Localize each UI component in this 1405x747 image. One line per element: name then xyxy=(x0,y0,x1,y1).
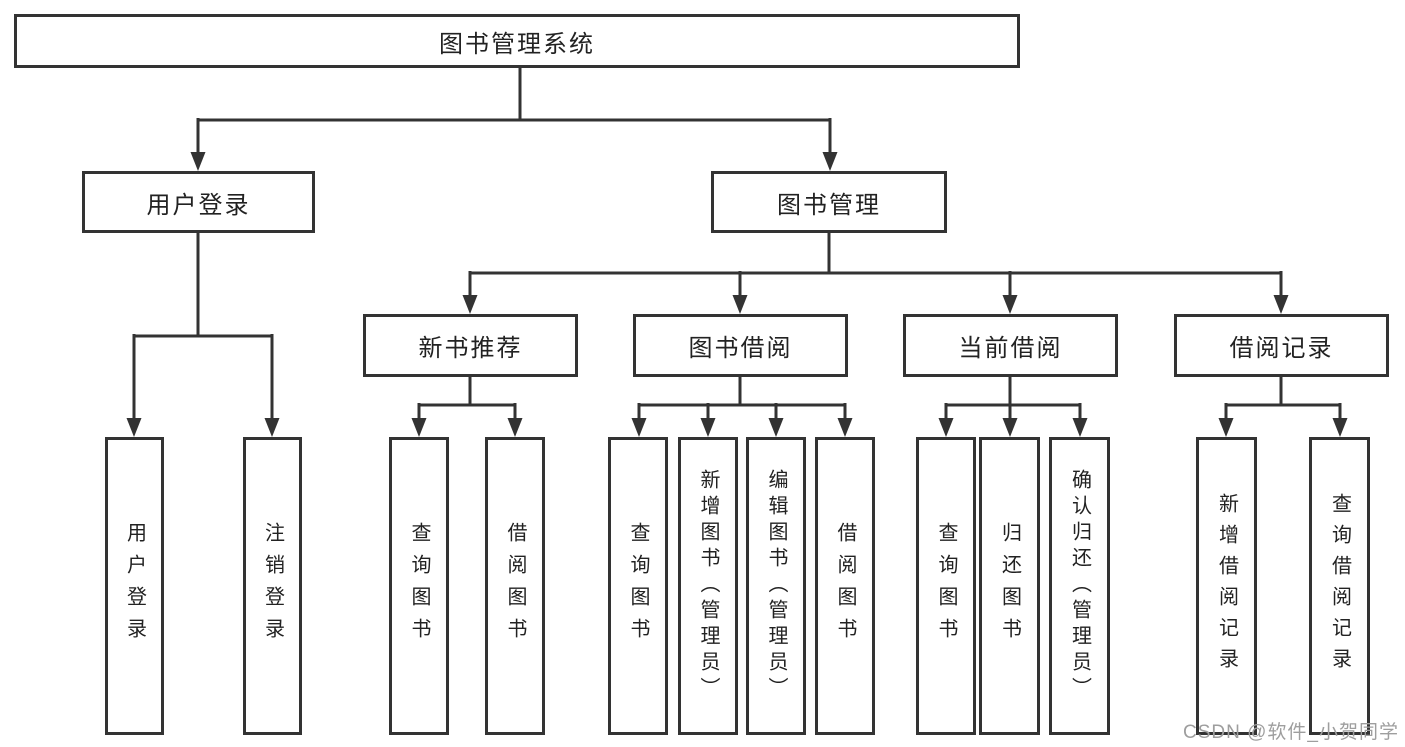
node-label: 图书管理 xyxy=(777,191,881,219)
arrowhead-icon xyxy=(732,295,748,314)
arrowhead-icon xyxy=(462,295,478,314)
csdn-watermark: CSDN @软件_小贺同学 xyxy=(1183,722,1399,743)
node-label: 用户登录 xyxy=(123,522,146,650)
node-label: 编辑图书（管理员） xyxy=(765,469,787,703)
leaf-edit-books-admin: 编辑图书（管理员） xyxy=(746,437,806,735)
arrowhead-icon xyxy=(768,418,784,437)
arrowhead-icon xyxy=(822,152,838,171)
node-label: 新增图书（管理员） xyxy=(697,469,719,703)
arrowhead-icon xyxy=(1002,295,1018,314)
node-label: 查询图书 xyxy=(935,522,957,650)
node-label: 注销登录 xyxy=(261,522,284,650)
node-label: 借阅记录 xyxy=(1229,335,1334,362)
node-label: 当前借阅 xyxy=(958,335,1063,362)
node-label: 图书借阅 xyxy=(688,335,793,362)
node-label: 归还图书 xyxy=(998,522,1021,650)
node-current-borrowing: 当前借阅 xyxy=(903,314,1118,377)
arrowhead-icon xyxy=(264,418,280,437)
arrowhead-icon xyxy=(700,418,716,437)
arrowhead-icon xyxy=(1218,418,1234,437)
node-book-borrowing: 图书借阅 xyxy=(633,314,848,377)
leaf-add-books-admin: 新增图书（管理员） xyxy=(678,437,738,735)
node-user-login: 用户登录 xyxy=(82,171,315,233)
node-label: 新书推荐 xyxy=(418,335,523,362)
node-new-book-recommend: 新书推荐 xyxy=(363,314,578,377)
leaf-logout: 注销登录 xyxy=(243,437,302,735)
arrowhead-icon xyxy=(631,418,647,437)
arrowhead-icon xyxy=(1273,295,1289,314)
leaf-query-books-recommend: 查询图书 xyxy=(389,437,449,735)
arrowhead-icon xyxy=(1002,418,1018,437)
arrowhead-icon xyxy=(837,418,853,437)
node-label: 新增借阅记录 xyxy=(1215,493,1238,679)
arrowhead-icon xyxy=(190,152,206,171)
leaf-return-books: 归还图书 xyxy=(979,437,1040,735)
node-label: 借阅图书 xyxy=(834,522,856,650)
arrowhead-icon xyxy=(126,418,142,437)
arrowhead-icon xyxy=(507,418,523,437)
node-label: 查询图书 xyxy=(627,522,649,650)
node-label: 图书管理系统 xyxy=(439,30,595,58)
node-label: 借阅图书 xyxy=(504,522,526,650)
node-label: 用户登录 xyxy=(146,191,251,219)
arrowhead-icon xyxy=(1332,418,1348,437)
node-borrowing-records: 借阅记录 xyxy=(1174,314,1389,377)
leaf-query-books-current: 查询图书 xyxy=(916,437,976,735)
node-label: 查询图书 xyxy=(408,522,430,650)
leaf-borrow-books: 借阅图书 xyxy=(815,437,875,735)
leaf-query-borrow-record: 查询借阅记录 xyxy=(1309,437,1370,735)
arrowhead-icon xyxy=(411,418,427,437)
leaf-borrow-books-recommend: 借阅图书 xyxy=(485,437,545,735)
leaf-add-borrow-record: 新增借阅记录 xyxy=(1196,437,1257,735)
node-library-system: 图书管理系统 xyxy=(14,14,1020,68)
node-book-management: 图书管理 xyxy=(711,171,947,233)
arrowhead-icon xyxy=(1072,418,1088,437)
leaf-user-login: 用户登录 xyxy=(105,437,164,735)
leaf-query-books-borrowing: 查询图书 xyxy=(608,437,668,735)
arrowhead-icon xyxy=(938,418,954,437)
leaf-confirm-return-admin: 确认归还（管理员） xyxy=(1049,437,1110,735)
node-label: 确认归还（管理员） xyxy=(1068,469,1091,703)
node-label: 查询借阅记录 xyxy=(1328,493,1351,679)
